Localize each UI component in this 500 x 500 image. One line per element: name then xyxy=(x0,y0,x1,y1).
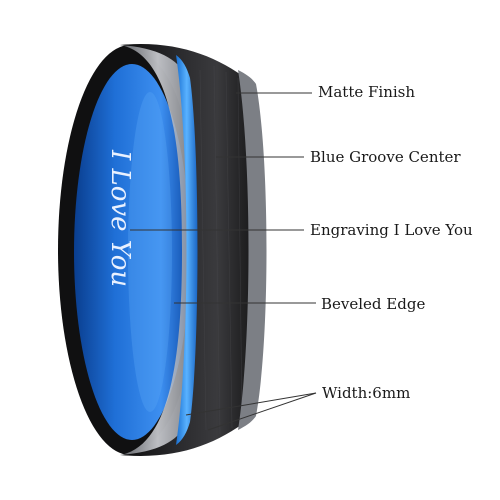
engraving-label: Engraving I Love You xyxy=(310,221,473,239)
blue-groove xyxy=(176,55,198,445)
width-label: Width:6mm xyxy=(322,384,411,402)
matte-finish-label: Matte Finish xyxy=(318,83,416,101)
leader-width-top xyxy=(185,392,317,416)
bevel-edge-right xyxy=(238,70,267,430)
ring-inner-surface xyxy=(74,64,190,440)
leader-lines xyxy=(130,92,317,431)
blue-groove-center-label: Blue Groove Center xyxy=(310,148,461,166)
leader-width-bottom xyxy=(207,392,317,431)
beveled-edge-label: Beveled Edge xyxy=(321,295,426,313)
ring-outer-band xyxy=(120,44,259,456)
engraving-text: I Love You xyxy=(105,149,135,287)
inner-highlight xyxy=(128,92,172,412)
brushed-texture xyxy=(199,65,243,435)
